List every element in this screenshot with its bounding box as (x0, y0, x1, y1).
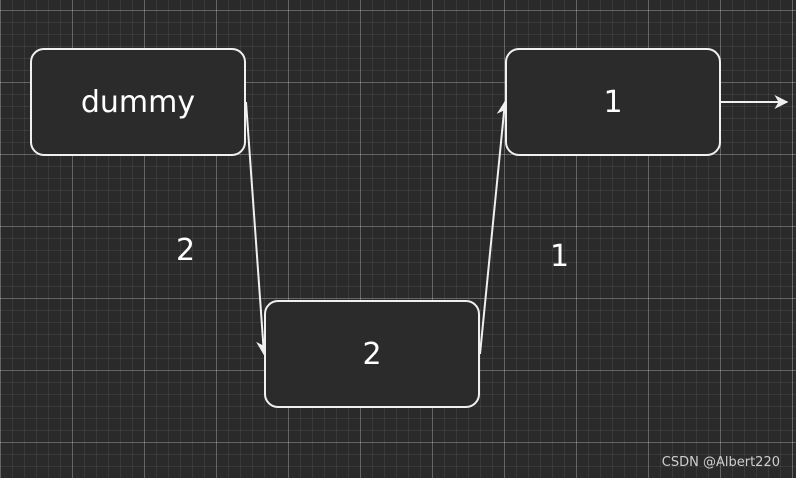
edge-dummy-to-2 (245, 101, 271, 356)
node-2-label: 2 (362, 336, 382, 372)
edge-label-2: 2 (176, 233, 196, 268)
watermark: CSDN @Albert220 (661, 455, 780, 470)
node-dummy[interactable]: dummy (30, 48, 246, 156)
node-2[interactable]: 2 (264, 300, 480, 408)
node-1-label: 1 (603, 84, 623, 120)
edge-2-to-1 (479, 100, 511, 355)
edge-label-1: 1 (550, 239, 570, 274)
node-dummy-label: dummy (80, 84, 196, 120)
node-1[interactable]: 1 (505, 48, 721, 156)
